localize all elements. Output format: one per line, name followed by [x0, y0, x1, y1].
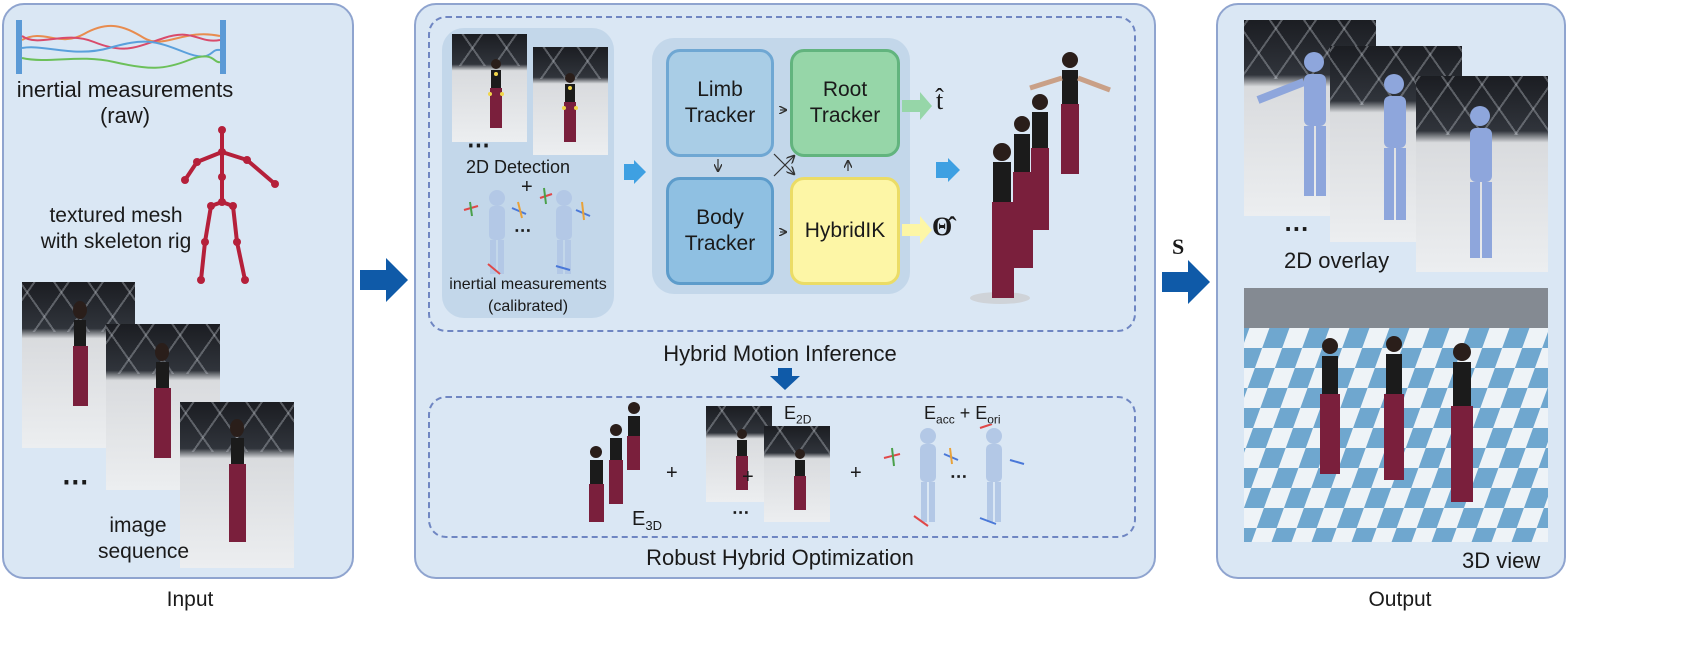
tracker-connections — [652, 92, 932, 244]
input-dancer-figures — [73, 301, 246, 542]
limb-tracker-line1: Limb — [697, 78, 743, 101]
detection-plus: + — [521, 176, 533, 198]
eori-sub: ori — [987, 412, 1001, 427]
e2d-label: E2D — [784, 400, 811, 433]
optimization-3d-dancers — [589, 402, 640, 522]
body-tracker-box: Body Tracker — [666, 177, 774, 285]
overlay-ellipsis: ⋅⋅⋅ — [1284, 214, 1309, 244]
input-caption: Input — [166, 588, 214, 611]
opt-imu-ellipsis: ⋅⋅⋅ — [950, 467, 968, 487]
arrow-down-icon — [770, 368, 800, 390]
opt-2d-dancers — [736, 429, 806, 510]
hybridik-label: HybridIK — [804, 219, 886, 242]
theta-hat-symbol: Θ̂ — [932, 212, 953, 241]
e3d-sub: 3D — [645, 518, 662, 533]
calibrated-line2: (calibrated) — [487, 298, 569, 315]
image-label-line2: sequence — [98, 540, 190, 563]
e3d-main: E — [632, 508, 646, 530]
e3d-label: E3D — [632, 506, 662, 539]
detection-frame-1 — [452, 34, 527, 142]
calibrated-line1: inertial measurements — [449, 276, 607, 293]
body-tracker-line1: Body — [696, 206, 744, 229]
overlay-blue-figures — [1256, 52, 1492, 258]
s-label: S — [1172, 234, 1185, 259]
detection-ellipsis: ⋅⋅⋅ — [467, 133, 490, 160]
root-tracker-line1: Root — [822, 78, 868, 101]
input-ellipsis: ⋅⋅⋅ — [62, 467, 89, 498]
output-caption: Output — [1368, 588, 1432, 611]
skeleton-rig-icon — [181, 126, 279, 284]
result-dancers — [970, 52, 1111, 304]
calibrated-label: inertial measurements (calibrated) — [444, 274, 612, 318]
arrow-inference-to-output-icon — [1162, 260, 1210, 304]
raw-imu-signal-icon — [16, 20, 226, 74]
opt-plus-1: + — [666, 462, 678, 484]
eacc-sub: acc — [936, 412, 955, 427]
detection-dancers — [488, 59, 578, 142]
mesh-label: textured mesh with skeleton rig — [26, 203, 206, 255]
eacc-main: E — [924, 403, 937, 423]
body-tracker-line2: Tracker — [684, 232, 756, 255]
eacc-eori-plus: + — [954, 403, 976, 423]
3d-view-scene — [1244, 288, 1548, 542]
3d-view-label: 3D view — [1462, 548, 1541, 573]
hybrid-motion-inference-box — [428, 16, 1136, 332]
hybridik-box: HybridIK — [790, 177, 900, 285]
robust-hybrid-optimization-box — [428, 396, 1136, 538]
raw-inertial-line1: inertial measurements — [16, 77, 234, 102]
limb-tracker-box: Limb Tracker — [666, 49, 774, 157]
overlay-label: 2D overlay — [1284, 248, 1390, 273]
raw-inertial-line2: (raw) — [99, 103, 151, 128]
opt-imu-avatars — [883, 424, 1025, 527]
mesh-label-line2: with skeleton rig — [40, 230, 192, 253]
image-sequence-label: image sequence — [98, 513, 190, 565]
eori-main: E — [975, 403, 988, 423]
opt-2d-ellipsis: ⋅⋅⋅ — [732, 503, 750, 523]
limb-tracker-line2: Tracker — [684, 104, 756, 127]
e2d-main: E — [784, 403, 797, 423]
e2d-sub: 2D — [796, 412, 812, 427]
arrow-to-trackers-icon — [624, 160, 646, 184]
raw-inertial-label: inertial measurements (raw) — [10, 77, 240, 129]
e-acc-ori-label: Eacc + Eori — [924, 400, 1001, 433]
detection-label: 2D Detection — [466, 157, 571, 177]
arrow-to-result-icon — [936, 158, 960, 182]
hybrid-motion-inference-title: Hybrid Motion Inference — [663, 341, 897, 366]
image-label-line1: image — [109, 514, 167, 537]
opt-plus-2: + — [850, 462, 862, 484]
calibrated-ellipsis: ⋅⋅⋅ — [514, 221, 532, 241]
root-tracker-box: Root Tracker — [790, 49, 900, 157]
opt-plus-inner: + — [742, 466, 754, 488]
t-hat-symbol: t̂ — [936, 86, 944, 115]
root-tracker-line2: Tracker — [809, 104, 881, 127]
mesh-label-line1: textured mesh — [49, 204, 183, 227]
calibrated-imu-avatars — [463, 187, 591, 275]
robust-hybrid-optimization-title: Robust Hybrid Optimization — [646, 545, 914, 570]
arrow-input-to-inference-icon — [360, 258, 408, 302]
3d-floor — [1244, 288, 1548, 542]
